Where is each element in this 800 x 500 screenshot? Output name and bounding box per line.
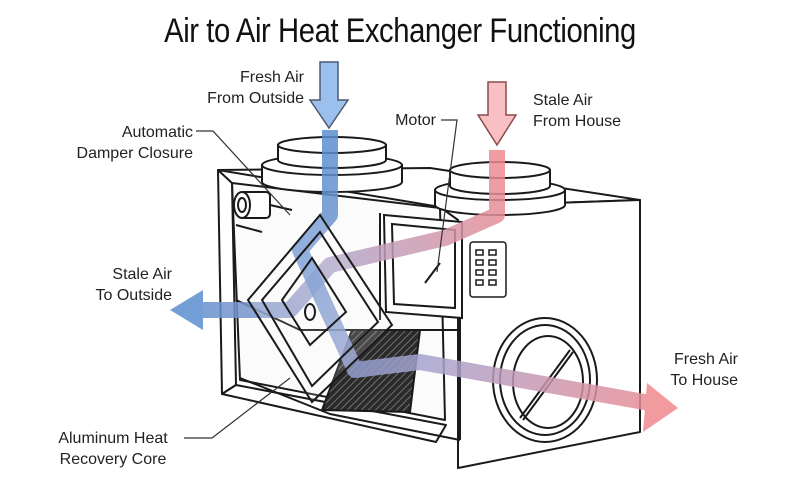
damper-cylinder bbox=[233, 191, 293, 219]
label-motor: Motor bbox=[395, 112, 436, 129]
label-line: To House bbox=[670, 372, 738, 389]
heat-recovery-core bbox=[246, 213, 394, 404]
control-panel bbox=[469, 241, 507, 298]
label-line: From Outside bbox=[207, 90, 304, 107]
label-line: From House bbox=[533, 113, 622, 130]
label-stale-air-to-outside: Stale Air To Outside bbox=[60, 264, 172, 306]
label-line: Aluminum Heat bbox=[58, 430, 168, 447]
fresh-air-flow bbox=[292, 130, 678, 432]
label-line: Stale Air bbox=[533, 92, 593, 109]
leader-lines bbox=[184, 119, 458, 439]
label-aluminum-heat-recovery-core: Aluminum Heat Recovery Core bbox=[38, 428, 188, 470]
label-line: Automatic bbox=[121, 124, 193, 141]
fresh-air-intake-arrow bbox=[308, 61, 350, 130]
stale-air-flow bbox=[170, 150, 505, 330]
label-fresh-air-from-outside: Fresh Air From Outside bbox=[168, 67, 304, 109]
stale-air-intake-arrow bbox=[476, 81, 518, 147]
label-stale-air-from-house: Stale Air From House bbox=[533, 90, 653, 132]
label-line: Stale Air bbox=[112, 266, 172, 283]
label-line: To Outside bbox=[95, 287, 172, 304]
label-line: Fresh Air bbox=[239, 69, 304, 86]
label-line: Recovery Core bbox=[59, 451, 167, 468]
label-line: Damper Closure bbox=[76, 145, 193, 162]
label-line: Fresh Air bbox=[673, 351, 738, 368]
label-fresh-air-to-house: Fresh Air To House bbox=[640, 349, 738, 391]
label-automatic-damper-closure: Automatic Damper Closure bbox=[40, 122, 193, 164]
diagram-title: Air to Air Heat Exchanger Functioning bbox=[164, 12, 636, 50]
